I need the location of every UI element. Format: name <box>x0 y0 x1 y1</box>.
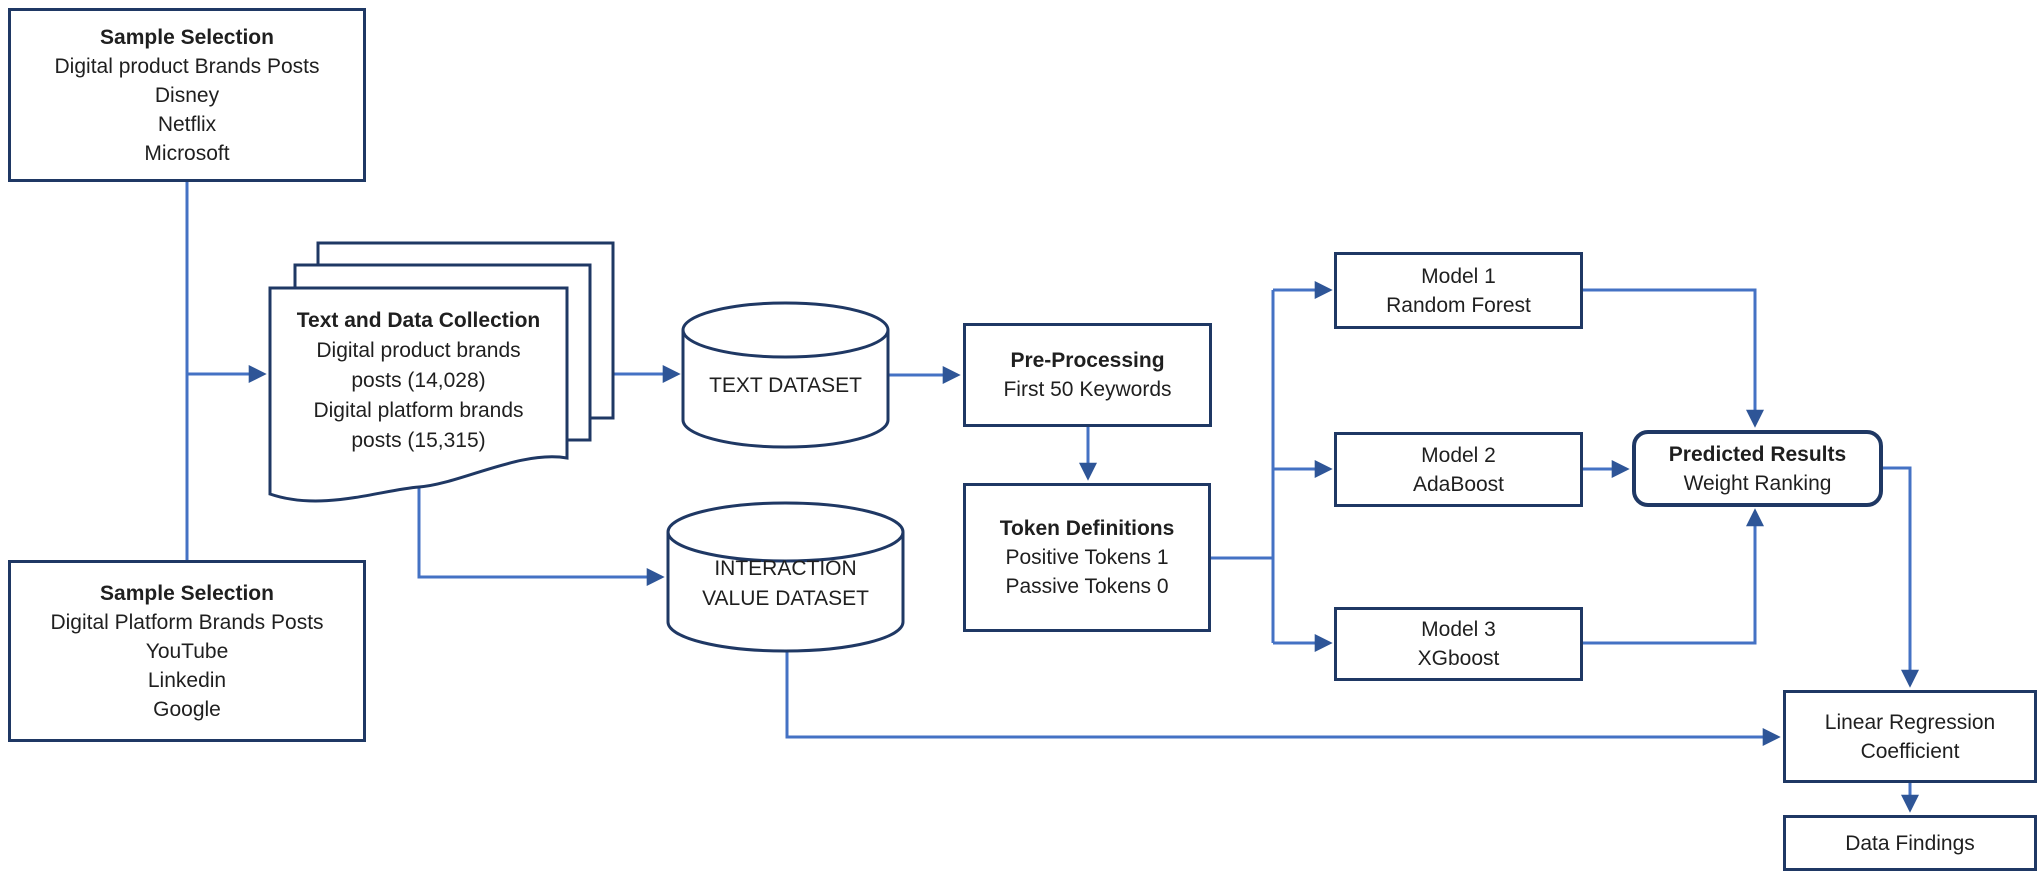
node-line: VALUE DATASET <box>702 587 869 610</box>
node-line: Digital product Brands Posts <box>54 54 320 78</box>
node-title: Model 2 <box>1421 443 1496 467</box>
node-line: AdaBoost <box>1412 472 1505 496</box>
node-line: YouTube <box>145 639 229 663</box>
text-dataset-cylinder-icon <box>681 301 890 449</box>
interaction-dataset-cylinder-icon <box>666 501 905 653</box>
node-sample-selection-platform: Sample Selection Digital Platform Brands… <box>8 560 366 742</box>
node-data-findings: Data Findings <box>1783 815 2037 871</box>
node-line: Weight Ranking <box>1683 471 1832 495</box>
node-line: Disney <box>154 83 220 107</box>
node-line: Coefficient <box>1860 739 1960 763</box>
node-predicted-results: Predicted Results Weight Ranking <box>1632 430 1883 507</box>
connector-collection-to-interaction-dataset <box>417 488 665 586</box>
cylinder-body <box>666 532 905 653</box>
node-text-and-data-collection: Text and Data Collection Digital product… <box>270 306 567 456</box>
connector-interaction-dataset-to-linear-regression <box>785 651 1781 746</box>
node-sample-selection-product: Sample Selection Digital product Brands … <box>8 8 366 182</box>
node-model-2: Model 2 AdaBoost <box>1334 432 1583 507</box>
interaction-value-dataset-label: INTERACTION VALUE DATASET <box>668 554 903 614</box>
cylinder-top <box>681 301 890 359</box>
node-title: Sample Selection <box>100 581 274 605</box>
node-line: Positive Tokens 1 <box>1005 546 1169 569</box>
connectors <box>185 182 1919 813</box>
node-title: Token Definitions <box>999 517 1175 540</box>
node-title: Model 1 <box>1421 264 1496 288</box>
node-line: posts (15,315) <box>351 429 486 452</box>
node-line: Digital product brands <box>316 339 521 362</box>
cylinder-body <box>681 330 890 449</box>
cylinder-top <box>666 501 905 563</box>
document-front-page <box>268 286 569 503</box>
node-line: Digital Platform Brands Posts <box>50 610 324 634</box>
node-line: Digital platform brands <box>313 399 524 422</box>
node-model-3: Model 3 XGboost <box>1334 607 1583 681</box>
node-line: posts (14,028) <box>351 369 486 392</box>
node-line: Netflix <box>157 112 217 136</box>
connector-model3-to-predicted-results <box>1583 508 1764 645</box>
node-pre-processing: Pre-Processing First 50 Keywords <box>963 323 1212 427</box>
node-linear-regression-coefficient: Linear Regression Coefficient <box>1783 690 2037 783</box>
node-line: Linkedin <box>147 668 227 692</box>
document-stack-icon <box>268 241 615 503</box>
connector-predicted-results-to-linear-regression <box>1882 466 1919 688</box>
node-line: Google <box>153 697 221 721</box>
node-title: Predicted Results <box>1668 442 1847 466</box>
node-line: Passive Tokens 0 <box>1005 575 1169 598</box>
node-line: INTERACTION <box>714 557 857 580</box>
node-line: First 50 Keywords <box>1003 378 1172 401</box>
node-line: Linear Regression <box>1824 710 1996 734</box>
connector-model1-to-predicted-results <box>1583 288 1764 428</box>
node-line: Data Findings <box>1845 831 1975 855</box>
node-line: Random Forest <box>1386 293 1531 317</box>
node-model-1: Model 1 Random Forest <box>1334 252 1583 329</box>
node-line: Microsoft <box>144 141 230 165</box>
node-title: Sample Selection <box>100 25 274 49</box>
node-title: Pre-Processing <box>1010 349 1165 372</box>
node-token-definitions: Token Definitions Positive Tokens 1 Pass… <box>963 483 1211 632</box>
text-dataset-label: TEXT DATASET <box>709 374 862 397</box>
node-title: Text and Data Collection <box>296 309 541 332</box>
node-title: Model 3 <box>1421 618 1496 641</box>
node-line: XGboost <box>1417 647 1500 670</box>
